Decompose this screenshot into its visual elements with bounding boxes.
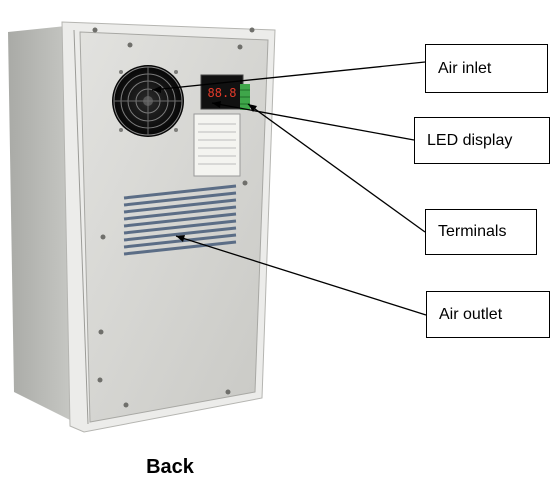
panel-screws bbox=[92, 27, 255, 408]
caption-back: Back bbox=[146, 456, 194, 478]
flange-edge bbox=[73, 29, 89, 425]
screw bbox=[100, 234, 106, 240]
callout-terminals: Terminals bbox=[425, 209, 537, 255]
terminal-block bbox=[240, 84, 250, 110]
led-display-unit: 88.8 bbox=[200, 74, 244, 110]
callout-air-inlet-label: Air inlet bbox=[438, 59, 492, 77]
callout-led-display: LED display bbox=[414, 117, 550, 164]
screw bbox=[237, 44, 243, 50]
fan-air-inlet bbox=[112, 65, 184, 137]
air-outlet-vent bbox=[123, 184, 237, 256]
led-readout: 88.8 bbox=[208, 86, 237, 100]
screw bbox=[225, 389, 231, 395]
screw bbox=[249, 27, 255, 33]
screw bbox=[92, 27, 98, 33]
screw bbox=[242, 180, 248, 186]
leader-line-air-outlet bbox=[175, 235, 427, 316]
screw bbox=[97, 377, 103, 383]
screw bbox=[127, 42, 133, 48]
callout-air-outlet: Air outlet bbox=[426, 291, 550, 338]
nameplate bbox=[193, 113, 241, 177]
screw bbox=[98, 329, 104, 335]
callout-air-outlet-label: Air outlet bbox=[439, 305, 503, 323]
leader-line-led-display bbox=[211, 102, 415, 141]
arrowhead-air-outlet bbox=[176, 235, 185, 242]
cabinet-unit: 88.8 bbox=[8, 21, 276, 433]
arrowhead-led-display bbox=[212, 101, 221, 108]
screw bbox=[123, 402, 129, 408]
arrowhead-air-inlet bbox=[152, 86, 161, 93]
arrowhead-terminals bbox=[248, 104, 257, 112]
callout-air-inlet: Air inlet bbox=[425, 44, 548, 93]
leader-line-air-inlet bbox=[151, 61, 426, 91]
leader-lines bbox=[151, 61, 427, 316]
leader-line-terminals bbox=[247, 103, 426, 233]
callout-terminals-label: Terminals bbox=[438, 223, 507, 240]
callout-led-display-label: LED display bbox=[427, 131, 513, 149]
leader-arrowheads bbox=[152, 86, 257, 242]
